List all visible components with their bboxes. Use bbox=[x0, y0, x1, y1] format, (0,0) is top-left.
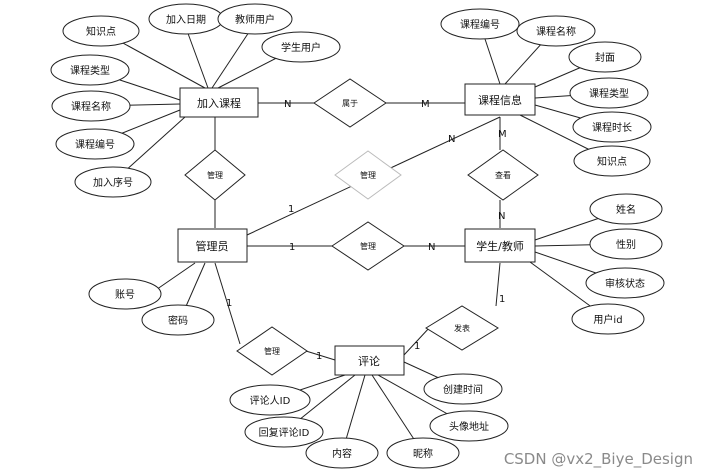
attribute-kecheng-bianhao: 课程编号 bbox=[55, 128, 135, 160]
attribute-kecheng-mingcheng: 课程名称 bbox=[516, 15, 596, 47]
svg-text:加入课程: 加入课程 bbox=[197, 97, 241, 110]
svg-text:课程信息: 课程信息 bbox=[478, 93, 522, 107]
attribute-pinglunren-id: 评论人ID bbox=[229, 384, 311, 416]
attribute-yonghu-id: 用户id bbox=[571, 303, 645, 335]
svg-text:用户id: 用户id bbox=[593, 313, 622, 326]
svg-text:教师用户: 教师用户 bbox=[235, 13, 275, 26]
attribute-kecheng-shichang: 课程时长 bbox=[572, 111, 652, 143]
attribute-shenhe-zhuangtai: 审核状态 bbox=[585, 267, 665, 299]
attributes-xuesheng-jiaoshi: 姓名 性别 审核状态 用户id bbox=[571, 193, 665, 335]
relationship-fabiao: 发表 bbox=[425, 305, 499, 351]
svg-text:管理: 管理 bbox=[264, 346, 280, 356]
svg-text:加入序号: 加入序号 bbox=[93, 176, 133, 189]
relationship-chakan: 查看 bbox=[467, 149, 539, 201]
svg-text:封面: 封面 bbox=[595, 51, 615, 64]
svg-text:管理员: 管理员 bbox=[196, 239, 229, 253]
attribute-xingming: 姓名 bbox=[589, 193, 663, 225]
svg-text:知识点: 知识点 bbox=[86, 25, 116, 38]
attribute-neirong: 内容 bbox=[305, 437, 379, 469]
cardinality-shuyu-kecheng: M bbox=[421, 99, 430, 110]
cardinality-mid-xuesheng: N bbox=[428, 242, 435, 253]
attribute-mima: 密码 bbox=[141, 304, 215, 336]
attribute-kecheng-bianhao: 课程编号 bbox=[440, 8, 520, 40]
attribute-kecheng-mingcheng: 课程名称 bbox=[51, 90, 131, 122]
svg-text:管理: 管理 bbox=[360, 170, 376, 180]
svg-text:账号: 账号 bbox=[115, 289, 135, 301]
cardinality-chakan-xuesheng: N bbox=[498, 211, 505, 222]
svg-text:回复评论ID: 回复评论ID bbox=[259, 426, 310, 439]
svg-text:管理: 管理 bbox=[207, 170, 223, 180]
svg-text:查看: 查看 bbox=[495, 170, 511, 180]
relationship-guanli-xuesheng: 管理 bbox=[331, 221, 405, 271]
cardinality-faded-guanli: N bbox=[448, 134, 455, 145]
relationship-shuyu: 属于 bbox=[313, 78, 387, 128]
svg-text:管理: 管理 bbox=[360, 241, 376, 251]
entity-xuesheng-jiaoshi: 学生/教师 bbox=[464, 228, 536, 263]
attribute-zhanghao: 账号 bbox=[88, 278, 162, 310]
entity-pinglun: 评论 bbox=[334, 345, 405, 376]
svg-text:学生用户: 学生用户 bbox=[281, 41, 321, 54]
attribute-zhishidian: 知识点 bbox=[62, 15, 140, 47]
attributes-guanliyuan: 账号 密码 bbox=[88, 278, 215, 336]
cardinality-guanli-jiaru: 1 bbox=[288, 204, 294, 215]
svg-text:审核状态: 审核状态 bbox=[605, 277, 645, 290]
attribute-jiaru-riqi: 加入日期 bbox=[148, 3, 224, 35]
entity-kecheng-xinxi: 课程信息 bbox=[464, 83, 536, 116]
cardinality-guanliyuan-bottom: 1 bbox=[226, 298, 232, 309]
svg-text:内容: 内容 bbox=[332, 447, 352, 460]
entity-jiaru-kecheng: 加入课程 bbox=[179, 87, 259, 118]
cardinality-fabiao-pinglun: 1 bbox=[414, 341, 420, 352]
cardinality-xuesheng-fabiao: 1 bbox=[499, 294, 505, 305]
svg-text:昵称: 昵称 bbox=[413, 447, 433, 460]
svg-text:课程名称: 课程名称 bbox=[71, 100, 111, 113]
svg-text:发表: 发表 bbox=[454, 323, 470, 333]
svg-text:性别: 性别 bbox=[616, 238, 636, 251]
svg-text:属于: 属于 bbox=[342, 99, 358, 108]
svg-text:头像地址: 头像地址 bbox=[449, 420, 489, 433]
attributes-jiaru-kecheng: 知识点 加入日期 教师用户 学生用户 课程类型 课程名称 课程编号 加入序号 bbox=[50, 3, 341, 198]
attributes-kecheng-xinxi: 课程编号 课程名称 封面 课程类型 课程时长 知识点 bbox=[440, 8, 652, 177]
attributes-pinglun: 评论人ID 回复评论ID 内容 昵称 头像地址 创建时间 bbox=[229, 373, 509, 469]
attribute-zhishidian: 知识点 bbox=[573, 145, 651, 177]
attribute-touxiang-dizhi: 头像地址 bbox=[429, 410, 509, 442]
watermark: CSDN @vx2_Biye_Design bbox=[503, 450, 693, 468]
attribute-jiaoshi-yonghu: 教师用户 bbox=[217, 3, 293, 35]
attribute-xingbie: 性别 bbox=[589, 228, 663, 260]
svg-text:知识点: 知识点 bbox=[597, 155, 627, 168]
svg-text:评论: 评论 bbox=[358, 354, 380, 368]
relationship-guanli-pinglun: 管理 bbox=[236, 326, 308, 376]
cardinality-labels: N M 1 N M N 1 N 1 1 1 1 bbox=[226, 99, 507, 362]
attribute-fengmian: 封面 bbox=[568, 41, 642, 73]
svg-text:课程类型: 课程类型 bbox=[70, 64, 110, 77]
svg-text:学生/教师: 学生/教师 bbox=[476, 239, 524, 253]
attribute-kecheng-leixing: 课程类型 bbox=[50, 54, 130, 86]
svg-text:课程编号: 课程编号 bbox=[460, 18, 500, 31]
relationship-guanli-faded: 管理 bbox=[334, 150, 402, 200]
svg-text:密码: 密码 bbox=[168, 314, 188, 327]
attribute-nicheng: 昵称 bbox=[386, 437, 460, 469]
attribute-xuesheng-yonghu: 学生用户 bbox=[261, 31, 341, 63]
svg-text:姓名: 姓名 bbox=[616, 203, 636, 216]
svg-text:课程时长: 课程时长 bbox=[592, 122, 632, 134]
cardinality-bottom-pinglun: 1 bbox=[316, 351, 322, 362]
cardinality-kecheng-chakan: M bbox=[498, 129, 507, 140]
svg-text:课程类型: 课程类型 bbox=[589, 87, 629, 100]
attribute-jiaru-xuhao: 加入序号 bbox=[74, 166, 152, 198]
entity-guanliyuan: 管理员 bbox=[177, 228, 248, 263]
cardinality-jiaru-shuyu: N bbox=[284, 99, 291, 110]
svg-text:加入日期: 加入日期 bbox=[166, 14, 206, 26]
svg-text:评论人ID: 评论人ID bbox=[250, 394, 291, 407]
svg-text:创建时间: 创建时间 bbox=[443, 383, 483, 396]
svg-text:课程编号: 课程编号 bbox=[75, 138, 115, 151]
relationship-guanli-jiaru: 管理 bbox=[184, 149, 246, 201]
attribute-huifu-pinglun-id: 回复评论ID bbox=[244, 416, 324, 448]
attribute-chuangjian-shijian: 创建时间 bbox=[423, 373, 503, 405]
cardinality-guanliyuan-mid: 1 bbox=[289, 242, 295, 253]
attribute-kecheng-leixing: 课程类型 bbox=[569, 77, 649, 109]
svg-text:课程名称: 课程名称 bbox=[536, 25, 576, 38]
